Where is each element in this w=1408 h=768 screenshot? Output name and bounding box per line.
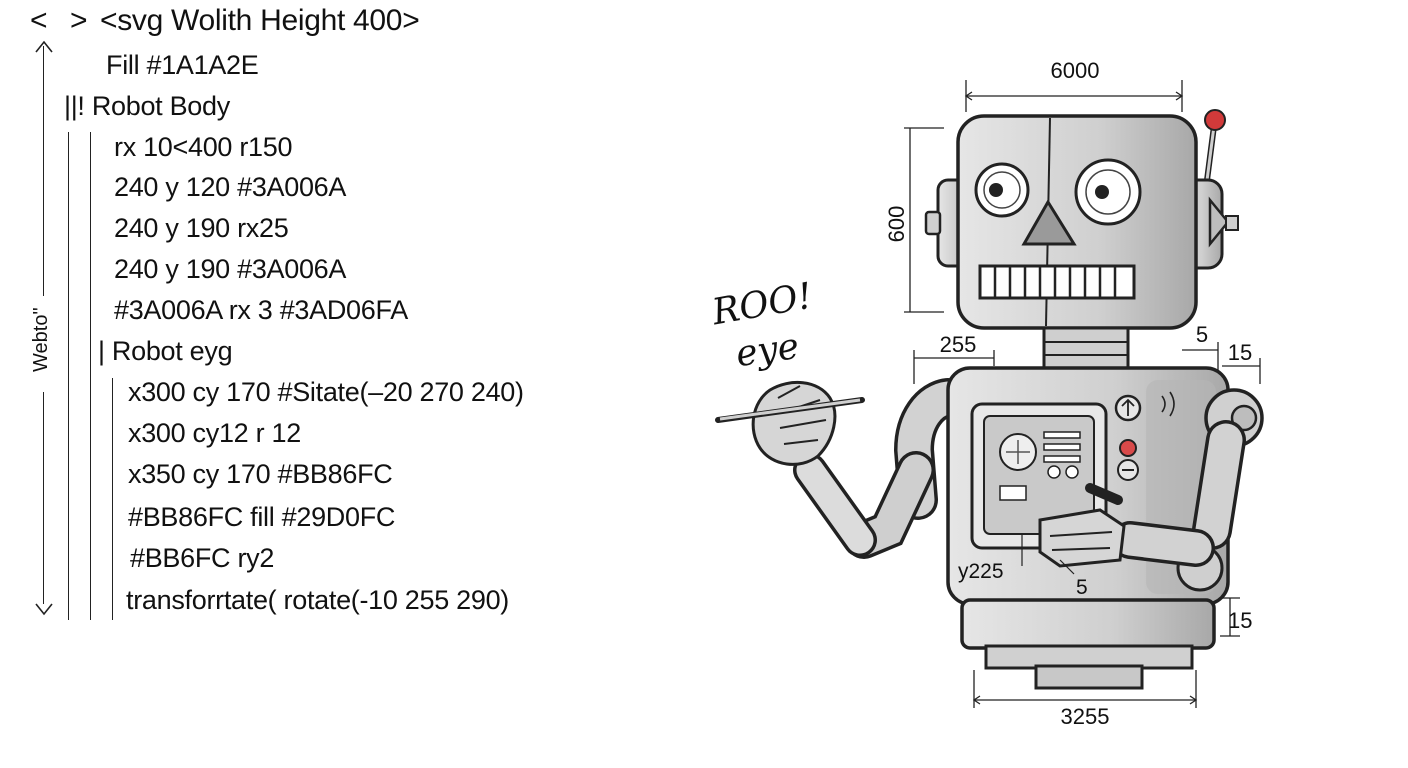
dimension-head-height — [904, 127, 944, 313]
dimension-label-base-width: 3255 — [1061, 704, 1110, 729]
dimension-label-base-step: 15 — [1228, 608, 1252, 633]
code-line: 240 y 120 #3A006A — [114, 172, 347, 202]
side-arrow-line — [43, 46, 44, 296]
dimension-label-panel-y: y225 — [958, 560, 1004, 583]
code-line: 240 y 190 rx25 — [114, 213, 289, 243]
handwritten-note-line2: eye — [733, 325, 802, 376]
dimension-head-width — [964, 80, 1184, 112]
code-line: #BB6FC ry2 — [130, 543, 275, 573]
dimension-label-head-height: 600 — [884, 206, 909, 243]
indent-guide — [90, 132, 91, 620]
code-line: ||! Robot Body — [64, 91, 230, 121]
dimension-label-head-width: 6000 — [1051, 58, 1100, 83]
robot-head — [956, 114, 1198, 330]
code-line: rx 10<400 r150 — [114, 132, 293, 162]
indent-guide — [112, 378, 113, 620]
code-line: #BB86FC fill #29D0FC — [128, 502, 396, 532]
dimension-label-arm-width: 15 — [1228, 340, 1252, 365]
dimension-base-step — [1220, 597, 1240, 637]
nav-forward-button[interactable]: > — [70, 4, 94, 37]
dimension-label-panel-gap: 5 — [1076, 576, 1088, 599]
arm-left — [715, 378, 968, 559]
code-line: x300 cy12 r 12 — [128, 418, 301, 448]
dimension-base-width — [972, 670, 1198, 708]
antenna — [1203, 109, 1226, 189]
side-arrow-line-lower — [43, 392, 44, 604]
code-line: x300 cy 170 #Sitate(–20 270 240) — [128, 377, 524, 407]
code-line: x350 cy 170 #BB86FC — [128, 459, 393, 489]
code-line: transforrtate( rotate(-10 255 290) — [126, 585, 510, 615]
dimension-label-ear-gap: 5 — [1196, 322, 1208, 347]
dimension-panel — [1021, 534, 1075, 575]
nav-back-button[interactable]: < — [30, 4, 54, 37]
arrow-down-icon — [35, 603, 53, 616]
robot-neck — [1042, 326, 1130, 370]
code-panel: < > <svg Wolith Height 400> Webto" Fill … — [0, 0, 640, 640]
indent-guide — [68, 132, 69, 620]
nose — [1021, 199, 1077, 246]
arrow-up-icon — [35, 40, 53, 53]
mouth-grille — [978, 264, 1136, 300]
code-line: 240 y 190 #3A006A — [114, 254, 347, 284]
code-line: | Robot eyg — [98, 336, 233, 366]
arm-right — [1038, 388, 1264, 592]
red-button — [1119, 439, 1137, 457]
code-line: #3A006A rx 3 #3AD06FA — [114, 295, 408, 325]
dimension-neck — [913, 350, 995, 384]
dimension-label-neck: 255 — [940, 332, 977, 357]
code-line: Fill #1A1A2E — [106, 50, 259, 80]
code-header: <svg Wolith Height 400> — [100, 4, 420, 37]
robot-base — [960, 598, 1216, 690]
